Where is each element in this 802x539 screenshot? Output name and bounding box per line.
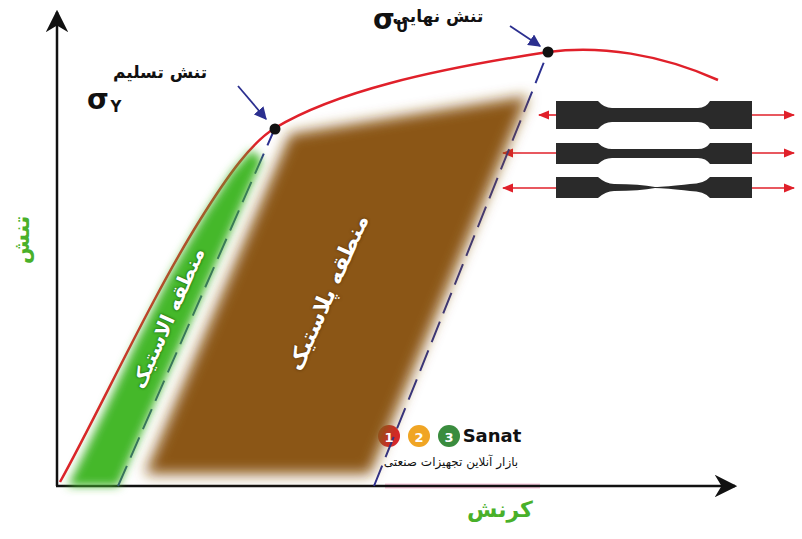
leader-line	[510, 26, 540, 46]
sigma-symbol: σ	[373, 6, 395, 34]
leader-line	[238, 86, 266, 119]
logo-text: Sanat	[463, 427, 522, 445]
sigma-symbol: σ	[87, 86, 109, 114]
y-axis	[56, 12, 59, 486]
ultimate-point	[543, 47, 554, 58]
logo-circle	[408, 425, 430, 447]
logo-number: 2	[414, 431, 423, 444]
subscript: U	[396, 20, 408, 35]
elastic-offset-line	[118, 128, 275, 486]
logo-circle	[438, 425, 460, 447]
x-axis-title: کرنش	[467, 499, 533, 521]
force-arrows	[503, 115, 794, 188]
x-axis	[56, 485, 735, 488]
logo-subtitle: بازار آنلاین تجهیزات صنعتی	[384, 456, 518, 468]
yield-point	[270, 124, 281, 135]
yield-stress-label: تنش تسلیم	[113, 64, 207, 81]
unloading-line	[374, 52, 548, 486]
logo-number: 1	[384, 431, 393, 444]
stress-strain-curve	[60, 50, 718, 482]
y-axis-title: تنش	[11, 216, 33, 264]
specimens	[556, 101, 752, 198]
subscript: Y	[111, 100, 122, 115]
logo-number: 3	[444, 431, 453, 444]
